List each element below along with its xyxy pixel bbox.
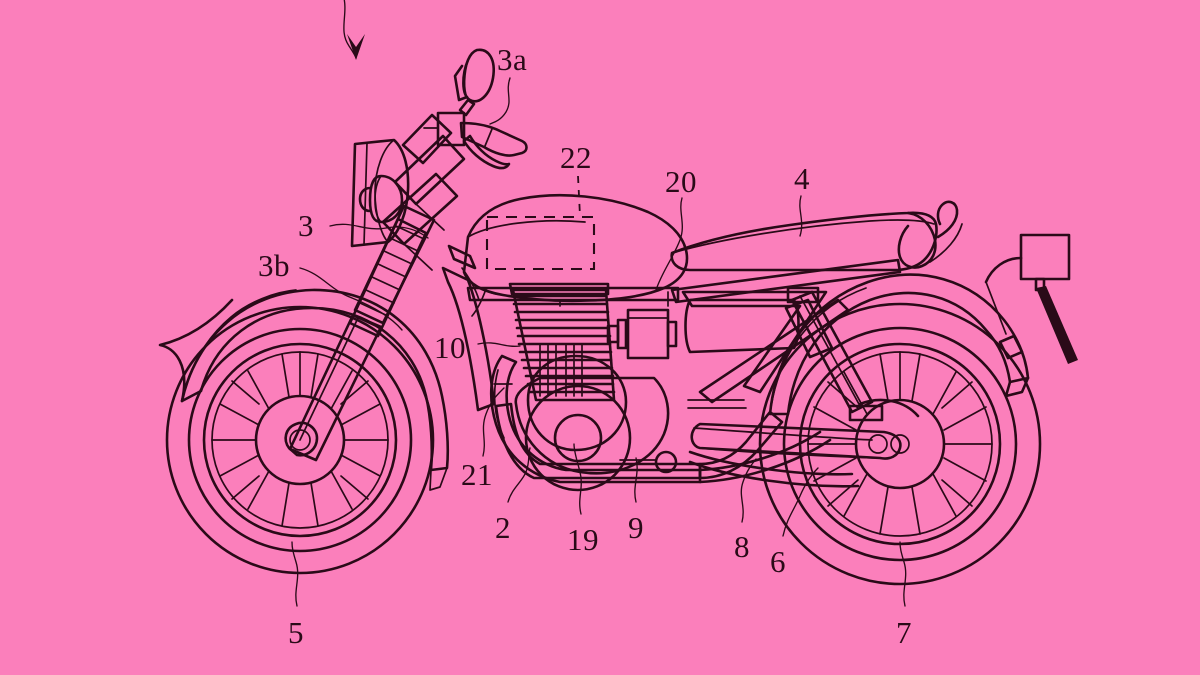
swingarm — [688, 422, 902, 488]
ref-numeral-7: 7 — [896, 615, 912, 650]
ref-numeral-9: 9 — [628, 510, 644, 545]
ref-numeral-6: 6 — [770, 544, 786, 579]
ref-numeral-3: 3 — [298, 208, 314, 243]
ref-numeral-2: 2 — [495, 510, 511, 545]
front-fender — [158, 288, 450, 491]
ref-numeral-3a: 3a — [497, 42, 528, 77]
leader-lines — [291, 77, 907, 607]
fuel-tank — [462, 193, 689, 317]
ref-numeral-22: 22 — [560, 140, 592, 175]
ref-numeral-4: 4 — [794, 161, 810, 196]
front-wheel-spokes — [211, 351, 389, 527]
ref-numeral-3b: 3b — [258, 248, 290, 283]
ref-numeral-20: 20 — [665, 164, 697, 199]
handlebar — [423, 48, 528, 170]
ref-numeral-5: 5 — [288, 615, 304, 650]
engine — [489, 282, 832, 492]
fork-gaiter — [348, 217, 428, 338]
front-wheel — [165, 305, 435, 575]
mirror — [453, 48, 495, 103]
ref-numeral-21: 21 — [461, 457, 493, 492]
seat — [670, 200, 963, 272]
throttle-body — [606, 308, 678, 360]
ref-numeral-19: 19 — [567, 522, 599, 557]
tail-light — [984, 233, 1071, 284]
rear-wheel — [758, 302, 1042, 586]
lead-arrow-icon — [343, 0, 365, 60]
ref-numeral-10: 10 — [434, 330, 466, 365]
rear-wheel-spokes — [807, 351, 993, 535]
ref-numeral-8: 8 — [734, 529, 750, 564]
cylinder-fins — [511, 288, 616, 402]
rear-fender — [768, 233, 1078, 416]
headlight — [350, 138, 410, 248]
front-fork — [284, 113, 466, 462]
